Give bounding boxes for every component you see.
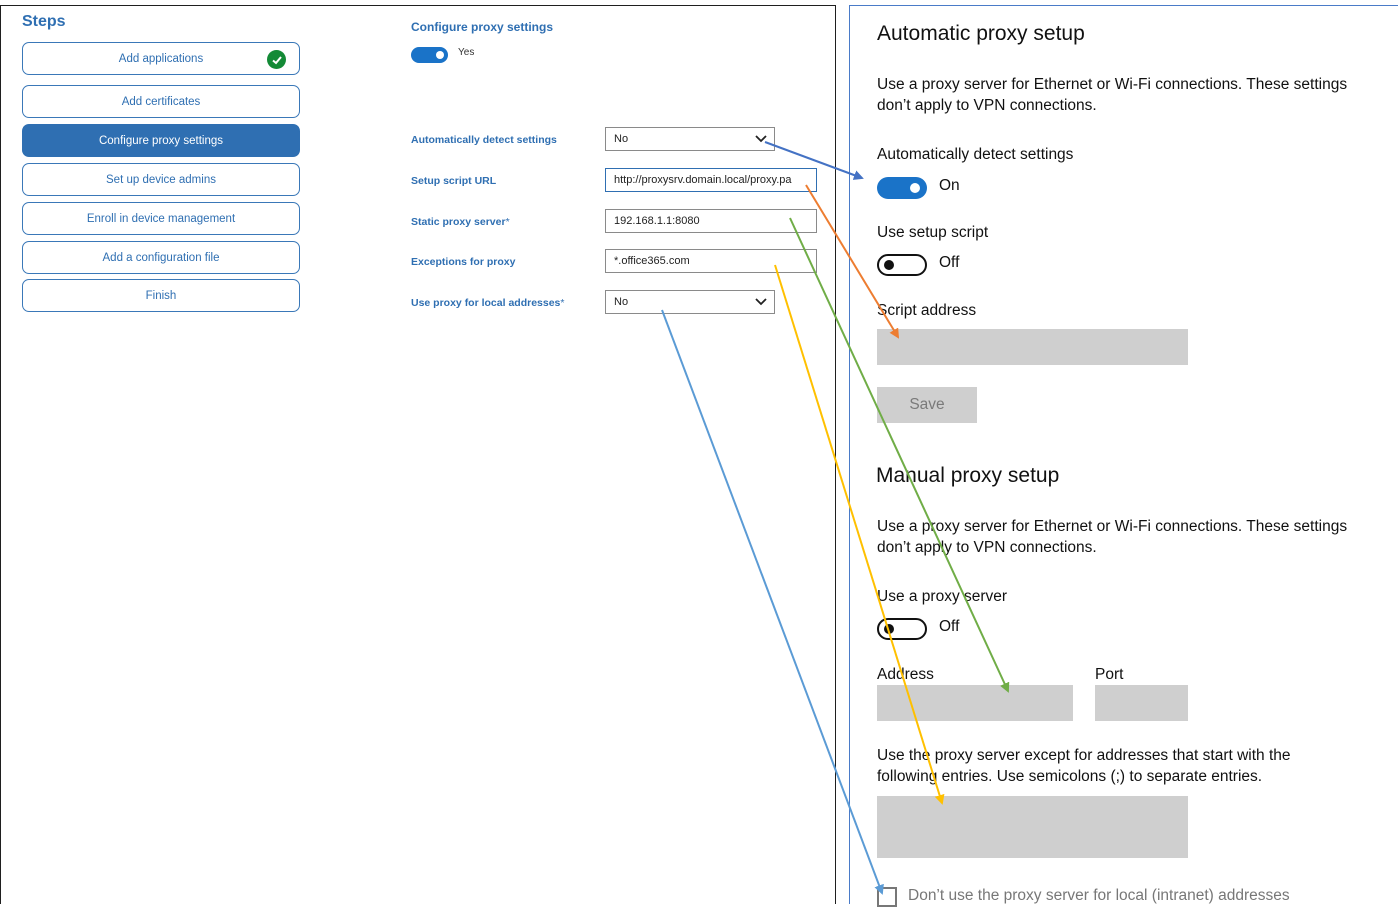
- step-set-up-device-admins[interactable]: Set up device admins: [22, 163, 300, 196]
- address-input[interactable]: [877, 685, 1073, 721]
- automatic-proxy-desc-1: Use a proxy server for Ethernet or Wi-Fi…: [877, 76, 1348, 93]
- local-addresses-select[interactable]: No: [605, 290, 775, 314]
- steps-title: Steps: [22, 13, 66, 30]
- auto-detect-select[interactable]: No: [605, 127, 775, 151]
- chevron-down-icon: [754, 294, 768, 311]
- chevron-down-icon: [754, 131, 768, 148]
- exceptions-input[interactable]: *.office365.com: [605, 249, 817, 273]
- static-proxy-label: Static proxy server*: [411, 216, 510, 228]
- script-address-input[interactable]: [877, 329, 1188, 365]
- step-finish[interactable]: Finish: [22, 279, 300, 312]
- step-add-applications[interactable]: Add applications: [22, 42, 300, 75]
- configure-proxy-toggle[interactable]: [411, 47, 448, 63]
- step-label: Add a configuration file: [102, 251, 220, 264]
- setup-script-label: Setup script URL: [411, 175, 497, 187]
- manual-proxy-desc-1: Use a proxy server for Ethernet or Wi-Fi…: [877, 518, 1348, 535]
- setup-script-url-input[interactable]: http://proxysrv.domain.local/proxy.pa: [605, 168, 817, 192]
- setup-script-toggle[interactable]: [877, 254, 927, 276]
- setup-script-state: Off: [939, 254, 960, 271]
- step-label: Finish: [145, 289, 177, 302]
- step-configure-proxy-settings[interactable]: Configure proxy settings: [22, 124, 300, 157]
- configure-proxy-toggle-label: Yes: [458, 47, 475, 58]
- save-button[interactable]: Save: [877, 387, 977, 423]
- port-label: Port: [1095, 666, 1124, 683]
- step-add-certificates[interactable]: Add certificates: [22, 85, 300, 118]
- step-add-configuration-file[interactable]: Add a configuration file: [22, 241, 300, 274]
- auto-detect-setting-label: Automatically detect settings: [877, 146, 1074, 163]
- manual-proxy-title: Manual proxy setup: [876, 464, 1060, 487]
- manual-proxy-desc-2: don’t apply to VPN connections.: [877, 539, 1097, 556]
- exceptions-desc-1: Use the proxy server except for addresse…: [877, 747, 1291, 764]
- local-addresses-checkbox[interactable]: [877, 887, 897, 907]
- step-label: Configure proxy settings: [98, 134, 223, 147]
- use-proxy-state: Off: [939, 618, 960, 635]
- use-proxy-toggle[interactable]: [877, 618, 927, 640]
- step-label: Set up device admins: [106, 173, 216, 186]
- step-label: Add applications: [118, 52, 204, 65]
- auto-detect-toggle[interactable]: [877, 177, 927, 199]
- automatic-proxy-desc-2: don’t apply to VPN connections.: [877, 97, 1097, 114]
- step-label: Add certificates: [121, 95, 201, 108]
- local-addresses-checkbox-label: Don’t use the proxy server for local (in…: [908, 887, 1290, 904]
- step-label: Enroll in device management: [86, 212, 236, 225]
- automatic-proxy-title: Automatic proxy setup: [877, 22, 1085, 45]
- port-input[interactable]: [1095, 685, 1188, 721]
- auto-detect-label: Automatically detect settings: [411, 134, 557, 146]
- use-proxy-label: Use a proxy server: [877, 588, 1008, 605]
- exceptions-label: Exceptions for proxy: [411, 256, 516, 268]
- address-label: Address: [877, 666, 934, 683]
- exceptions-textarea[interactable]: [877, 796, 1188, 858]
- section-title: Configure proxy settings: [411, 20, 554, 34]
- exceptions-desc-2: following entries. Use semicolons (;) to…: [877, 768, 1263, 785]
- auto-detect-state: On: [939, 177, 960, 194]
- script-address-label: Script address: [877, 302, 977, 319]
- setup-script-setting-label: Use setup script: [877, 224, 989, 241]
- checkmark-icon: [267, 50, 286, 69]
- step-enroll-device-management[interactable]: Enroll in device management: [22, 202, 300, 235]
- static-proxy-input[interactable]: 192.168.1.1:8080: [605, 209, 817, 233]
- local-addresses-label: Use proxy for local addresses*: [411, 297, 565, 309]
